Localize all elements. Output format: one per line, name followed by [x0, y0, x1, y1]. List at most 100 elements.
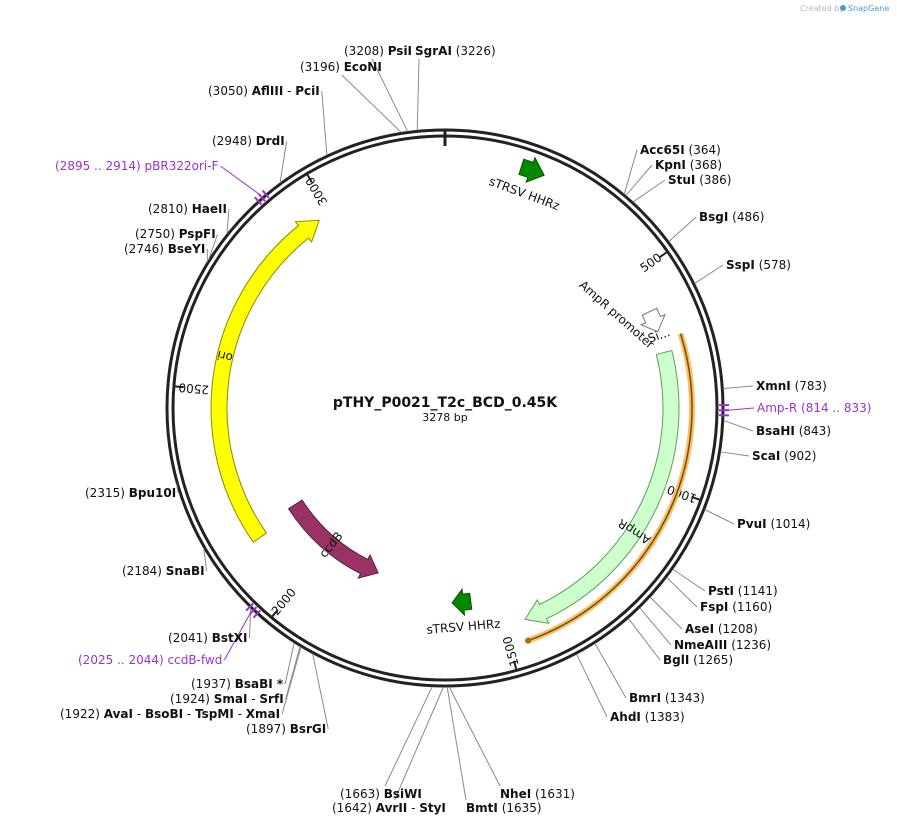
site-position: (843): [799, 424, 831, 438]
site-label: (1924) SmaI - SrfI: [170, 692, 284, 706]
site-xmni[interactable]: XmnI (783): [756, 379, 827, 393]
primer-leader-line: [223, 613, 251, 661]
site-label: (2948) DrdI: [212, 134, 285, 148]
site-scai[interactable]: ScaI (902): [752, 449, 816, 463]
site-bmri[interactable]: BmrI (1343): [629, 691, 705, 705]
site-snabi[interactable]: (2184) SnaBI: [122, 564, 205, 578]
site-bsabi[interactable]: (1937) BsaBI *: [191, 677, 284, 691]
site-bmti[interactable]: BmtI (1635): [466, 801, 542, 815]
site-econi[interactable]: (3196) EcoNI: [300, 60, 382, 74]
plasmid-name: pTHY_P0021_T2c_BCD_0.45K: [333, 395, 558, 411]
site-label: (1922) AvaI - BsoBI - TspMI - XmaI: [60, 707, 280, 721]
site-enzyme-name: Bpu10I: [129, 486, 176, 500]
site-label: PstI (1141): [708, 584, 778, 598]
site-bsrgi[interactable]: (1897) BsrGI: [246, 722, 326, 736]
feature-srsv-top-arrow[interactable]: [518, 156, 545, 184]
site-position: (1383): [645, 710, 685, 724]
feature-ampr-arrow[interactable]: [524, 349, 680, 625]
site-drdi[interactable]: (2948) DrdI: [212, 134, 285, 148]
site-psti[interactable]: PstI (1141): [708, 584, 778, 598]
site-leader-line: [207, 233, 219, 261]
site-leader-line: [694, 264, 724, 284]
site-leader-line: [668, 216, 697, 242]
primer-range: (814 .. 833): [801, 401, 871, 415]
primer-range: (2025 .. 2044): [78, 653, 168, 667]
site-position: (2746): [124, 242, 168, 256]
site-sspi[interactable]: SspI (578): [726, 258, 791, 272]
site-enzyme-name: PstI: [708, 584, 734, 598]
site-pvui[interactable]: PvuI (1014): [737, 517, 810, 531]
leaders-layer: [175, 58, 755, 801]
site-leader-line: [281, 646, 302, 715]
site-leader-line: [394, 686, 444, 801]
tick-mark: [513, 660, 518, 671]
site-label: XmnI (783): [756, 379, 827, 393]
feature-ccdb-arrow[interactable]: [287, 499, 379, 579]
site-enzyme-name: FspI: [700, 600, 728, 614]
site-bseyi[interactable]: (2746) BseYI: [124, 242, 205, 256]
site-sgrai[interactable]: SgrAI (3226): [415, 44, 496, 58]
site-bsgi[interactable]: BsgI (486): [699, 210, 764, 224]
site-label: (2750) PspFI: [135, 227, 216, 241]
site-bstxi[interactable]: (2041) BstXI: [168, 631, 247, 645]
site-psii[interactable]: (3208) PsiI: [344, 44, 412, 58]
site-position: (1208): [718, 622, 758, 636]
site-ahdi[interactable]: AhdI (1383): [610, 710, 685, 724]
site-position: (2948): [212, 134, 256, 148]
site-label: BsaHI (843): [756, 424, 831, 438]
site-enzyme-name: BsiWI: [384, 787, 422, 801]
site-pspfi[interactable]: (2750) PspFI: [135, 227, 216, 241]
site-avai-group[interactable]: (1922) AvaI - BsoBI - TspMI - XmaI: [60, 707, 280, 721]
site-enzyme-name: BsaBI *: [235, 677, 284, 691]
site-enzyme-name: TspMI: [195, 707, 234, 721]
primer-pbr322ori[interactable]: (2895 .. 2914) pBR322ori-F: [55, 159, 219, 173]
site-bsahi[interactable]: BsaHI (843): [756, 424, 831, 438]
site-position: (386): [699, 173, 731, 187]
site-bpu10i[interactable]: (2315) Bpu10I: [85, 486, 176, 500]
site-stui[interactable]: StuI (386): [668, 173, 732, 187]
primer-ccdb-fwd[interactable]: (2025 .. 2044) ccdB-fwd: [78, 653, 222, 667]
site-enzyme-name: SnaBI: [166, 564, 205, 578]
site-bgli[interactable]: BglI (1265): [663, 653, 733, 667]
site-nmeaiii[interactable]: NmeAIII (1236): [674, 638, 771, 652]
site-kpni[interactable]: KpnI (368): [655, 158, 722, 172]
site-label: FspI (1160): [700, 600, 772, 614]
site-label: PvuI (1014): [737, 517, 810, 531]
site-position: (1663): [340, 787, 384, 801]
site-haeii[interactable]: (2810) HaeII: [148, 202, 227, 216]
site-leader-line: [341, 74, 402, 133]
site-leader-line: [416, 58, 420, 131]
site-leader-line: [704, 509, 735, 525]
primer-amp-r-mark: [718, 404, 729, 417]
feature-srsv-bottom-arrow[interactable]: [451, 587, 473, 617]
site-enzyme-name: PsiI: [388, 44, 412, 58]
feature-ori-arrow[interactable]: [210, 219, 320, 543]
site-label: (3196) EcoNI: [300, 60, 382, 74]
site-position: (1642): [332, 801, 376, 815]
site-separator: -: [234, 707, 246, 721]
site-nhei[interactable]: NheI (1631): [500, 787, 575, 801]
site-position: (3050): [208, 84, 252, 98]
site-leader-line: [649, 596, 683, 630]
tick-label: 500: [638, 250, 665, 275]
site-smai-srfi[interactable]: (1924) SmaI - SrfI: [170, 692, 284, 706]
site-avrii-styi[interactable]: (1642) AvrII - StyI: [332, 801, 446, 815]
site-acc65i[interactable]: Acc65I (364): [640, 143, 721, 157]
site-position: (578): [759, 258, 791, 272]
site-position: (368): [690, 158, 722, 172]
site-bsiwi[interactable]: (1663) BsiWI: [340, 787, 422, 801]
site-leader-line: [226, 208, 230, 234]
site-asei[interactable]: AseI (1208): [685, 622, 758, 636]
feature-ampr-promoter-arrow[interactable]: [639, 307, 666, 333]
site-label: BsgI (486): [699, 210, 764, 224]
site-leader-line: [576, 653, 608, 718]
site-afliii-pcii[interactable]: (3050) AflIII - PciI: [208, 84, 320, 98]
site-position: (1160): [732, 600, 772, 614]
site-label: (2746) BseYI: [124, 242, 205, 256]
sigma-label: Si...: [646, 325, 672, 345]
site-fspi[interactable]: FspI (1160): [700, 600, 772, 614]
primer-amp-r[interactable]: Amp-R (814 .. 833): [757, 401, 871, 415]
site-leader-line: [594, 643, 627, 699]
